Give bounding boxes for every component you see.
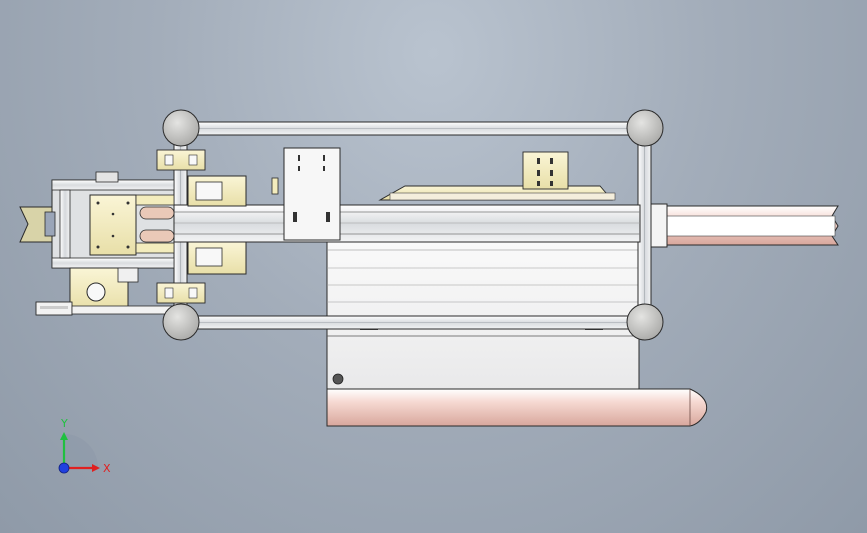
- left-assembly: [19, 171, 175, 316]
- main-housing: [326, 239, 640, 391]
- triad-plane-icon: [64, 434, 98, 468]
- corner-node-bottom-right: [626, 303, 664, 341]
- corner-node-bottom-left: [162, 303, 200, 341]
- corner-node-top-right: [626, 109, 664, 147]
- axis-triad[interactable]: X Y: [58, 417, 111, 475]
- x-axis-arrowhead-icon: [92, 464, 100, 472]
- x-axis-label: X: [103, 462, 111, 475]
- bottom-cylinder: [326, 388, 708, 427]
- bolt-icon: [332, 373, 344, 385]
- corner-node-top-left: [162, 109, 200, 147]
- y-axis-label: Y: [60, 417, 68, 430]
- bearing-blocks: [156, 149, 247, 304]
- central-beam: [94, 204, 641, 243]
- top-tray: [378, 151, 616, 201]
- y-axis-arrowhead-icon: [60, 432, 68, 440]
- right-rod: [650, 203, 839, 248]
- carriage-plate: [271, 147, 341, 241]
- z-axis-dot-icon: [58, 462, 70, 474]
- corner-nodes: [162, 109, 664, 341]
- pulley-icon: [86, 282, 106, 302]
